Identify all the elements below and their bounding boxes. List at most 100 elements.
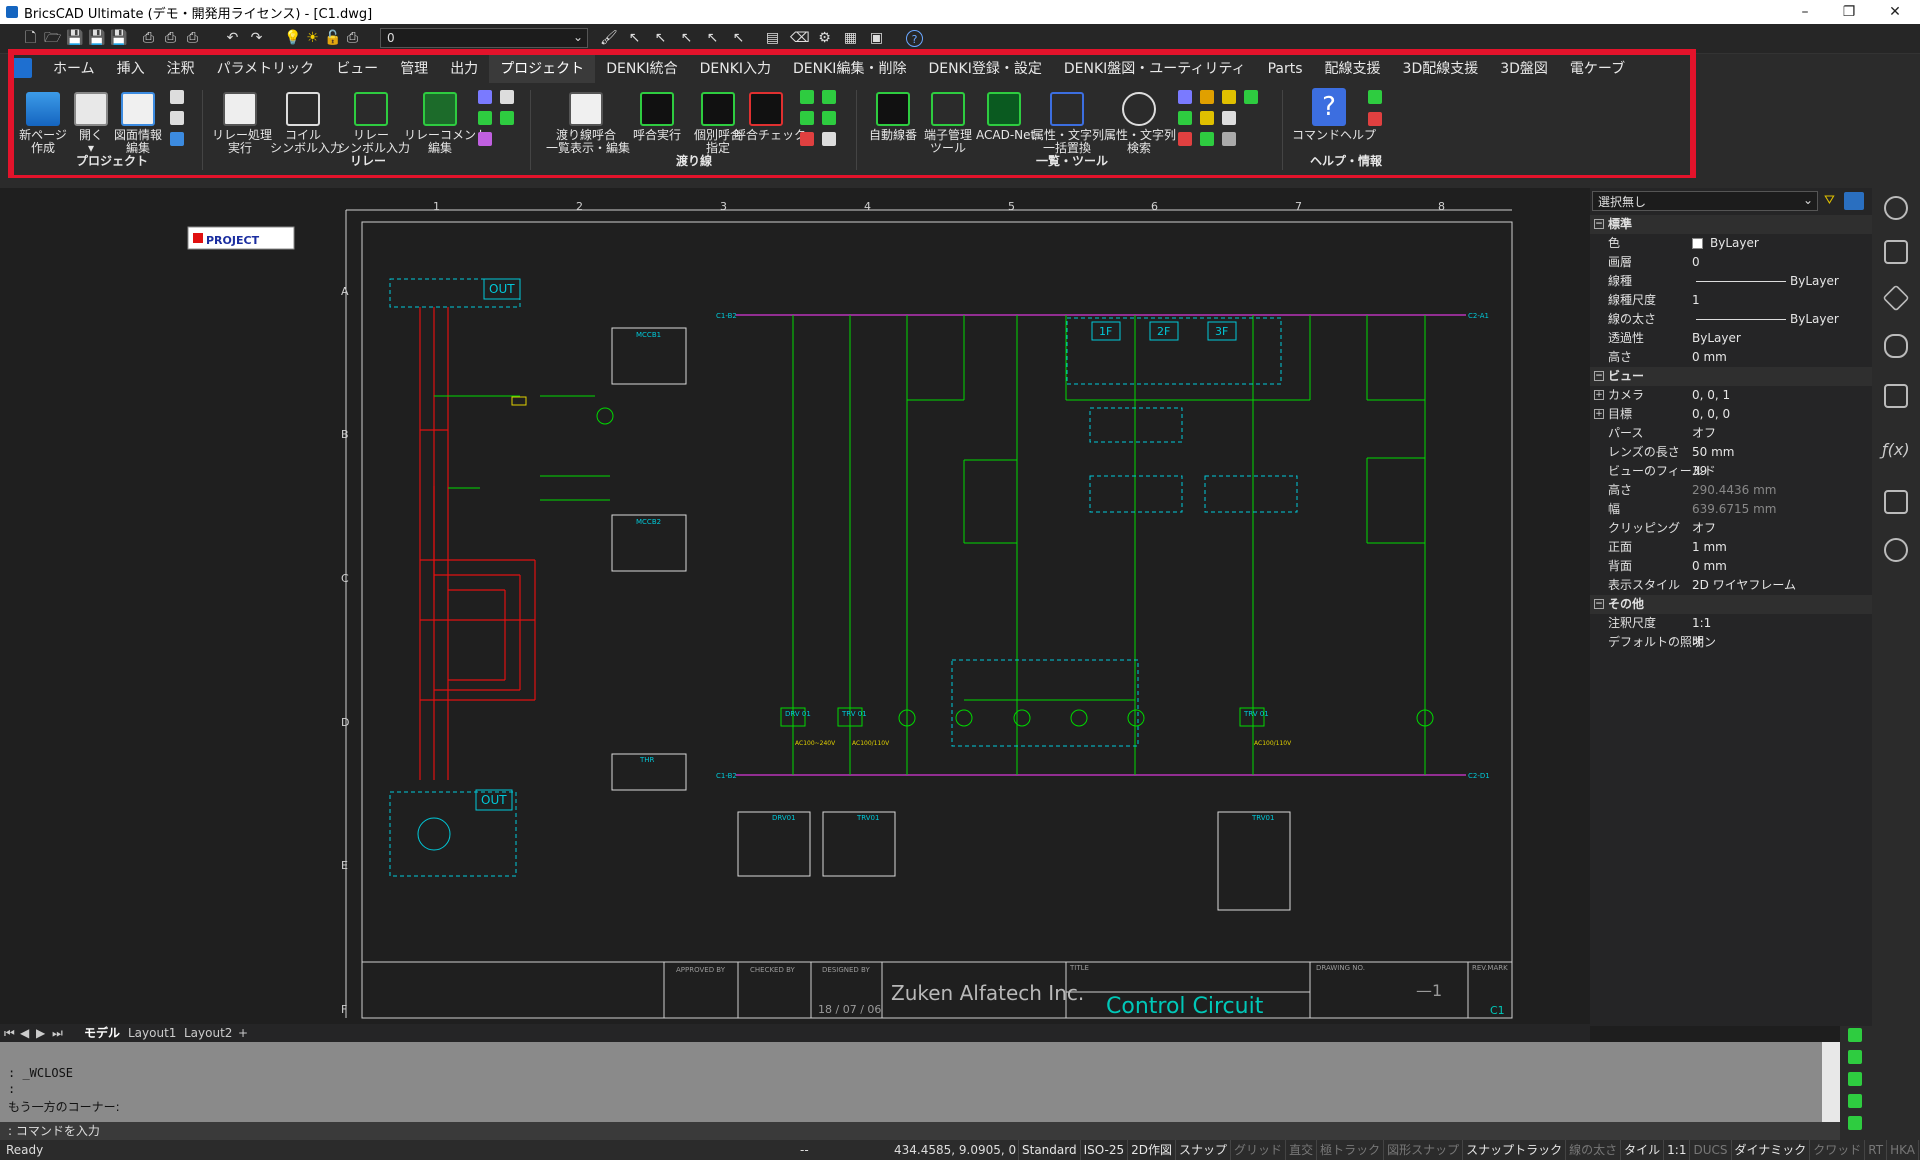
tools-icon-e[interactable] (1178, 111, 1192, 125)
close-window-button[interactable]: ✕ (1889, 4, 1901, 20)
select-cross-icon[interactable]: ↖ (706, 30, 719, 46)
snap-icon-e[interactable] (1848, 1116, 1862, 1130)
property-section[interactable]: −その他 (1590, 595, 1872, 614)
tab-layout1[interactable]: Layout1 (128, 1026, 177, 1040)
match-props-icon[interactable]: 🖌 (600, 30, 618, 46)
status-toggle[interactable]: 線の太さ (1565, 1140, 1620, 1160)
help-tool-icon-a[interactable] (1368, 90, 1382, 104)
command-scrollbar[interactable] (1822, 1042, 1840, 1122)
tools-icon-c[interactable] (1222, 90, 1236, 104)
tools-icon-a[interactable] (1178, 90, 1192, 104)
open-file-icon[interactable]: 🗁 (44, 30, 62, 46)
property-section[interactable]: −標準 (1590, 215, 1872, 234)
drawing-info-edit-button[interactable]: 図面情報 編集 (112, 92, 164, 155)
expand-icon[interactable]: + (1594, 409, 1604, 419)
status-toggle[interactable]: グリッド (1230, 1140, 1285, 1160)
select-window-icon[interactable]: ↖ (680, 30, 693, 46)
tree-icon[interactable] (1884, 490, 1908, 514)
tab-3d-wiring-support[interactable]: 3D配線支援 (1402, 61, 1479, 77)
select-fence-icon[interactable]: ↖ (732, 30, 745, 46)
tab-manage[interactable]: 管理 (400, 61, 429, 77)
tab-wiring-support[interactable]: 配線支援 (1324, 61, 1381, 77)
wire-tool-icon-a[interactable] (800, 90, 814, 104)
save-icon[interactable]: 💾 (66, 30, 84, 46)
tab-parametric[interactable]: パラメトリック (216, 61, 315, 77)
tool-icon-c[interactable] (478, 111, 492, 125)
print-icon[interactable]: ⎙ (142, 30, 155, 46)
acad-net-button[interactable]: ACAD-Net (976, 92, 1035, 142)
explorer-icon[interactable]: ▣ (869, 30, 884, 46)
help-icon[interactable]: ? (906, 30, 923, 47)
tool-icon-d[interactable] (500, 111, 514, 125)
status-toggle[interactable]: DUCS (1689, 1140, 1730, 1160)
tools-icon-i[interactable] (1200, 132, 1214, 146)
save-all-icon[interactable]: 💾 (110, 30, 128, 46)
individual-crossref-button[interactable]: 個別呼合 指定 (686, 92, 750, 155)
status-toggle[interactable]: 2D作図 (1127, 1140, 1175, 1160)
tab-layout2[interactable]: Layout2 (184, 1026, 233, 1040)
sliders-icon[interactable] (1884, 240, 1908, 264)
save-as-icon[interactable]: 💾 (88, 30, 106, 46)
minimize-button[interactable]: – (1801, 4, 1809, 20)
layer-lock-icon[interactable]: 🔓 (324, 30, 342, 46)
save-small-icon[interactable] (170, 132, 184, 146)
status-toggle[interactable]: 直交 (1285, 1140, 1316, 1160)
relay-comment-button[interactable]: リレーコメント 編集 (404, 92, 488, 155)
next-tab-icon[interactable]: ▶ (36, 1026, 46, 1040)
layers-icon[interactable]: ▦ (843, 30, 858, 46)
crossref-check-button[interactable]: 呼合チェック (734, 92, 806, 142)
tools-icon-f[interactable] (1200, 111, 1214, 125)
tab-annotate[interactable]: 注釈 (166, 61, 195, 77)
list-icon-2[interactable] (170, 111, 184, 125)
settings-icon[interactable]: ⚙ (818, 30, 831, 46)
tools-icon-g[interactable] (1222, 111, 1236, 125)
lightbulb-icon[interactable] (1884, 196, 1908, 220)
coil-symbol-button[interactable]: コイル シンボル入力 (270, 92, 342, 155)
tools-icon-h[interactable] (1178, 132, 1192, 146)
tab-project[interactable]: プロジェクト (489, 55, 596, 83)
expand-icon[interactable]: + (1594, 390, 1604, 400)
status-toggle[interactable]: スナップトラック (1462, 1140, 1565, 1160)
snap-icon-b[interactable] (1848, 1050, 1862, 1064)
help-tool-icon-b[interactable] (1368, 112, 1382, 126)
restore-button[interactable]: ❐ (1842, 4, 1856, 20)
wire-tool-icon-e[interactable] (800, 132, 814, 146)
relay-process-button[interactable]: リレー処理 実行 (212, 92, 272, 155)
status-toggle[interactable]: ISO-25 (1079, 1140, 1128, 1160)
tab-3d-panel[interactable]: 3D盤図 (1500, 61, 1548, 77)
terminal-tool-button[interactable]: 端子管理 ツール (920, 92, 976, 155)
select-add-icon[interactable]: ↖ (654, 30, 667, 46)
layer-dropdown[interactable]: 0 ⌄ (380, 28, 588, 48)
tool-icon-a[interactable] (478, 90, 492, 104)
wire-crossref-list-button[interactable]: 渡り線呼合 一覧表示・編集 (546, 92, 630, 155)
tools-icon-j[interactable] (1222, 132, 1236, 146)
property-row[interactable]: パースオフ (1590, 424, 1872, 443)
filter-icon[interactable]: ⛛ (1824, 193, 1835, 208)
property-section[interactable]: −ビュー (1590, 367, 1872, 386)
status-toggle[interactable]: 1:1 (1663, 1140, 1689, 1160)
collapse-icon[interactable]: − (1594, 219, 1604, 229)
function-icon[interactable]: ƒ(x) (1882, 440, 1910, 459)
eraser-icon[interactable]: ⌫ (790, 30, 810, 46)
select-icon[interactable]: ↖ (628, 30, 641, 46)
tool-icon-b[interactable] (500, 90, 514, 104)
wire-tool-icon-d[interactable] (822, 111, 836, 125)
auto-wire-number-button[interactable]: 自動線番 (866, 92, 920, 142)
property-row[interactable]: クリッピングオフ (1590, 519, 1872, 538)
list-icon[interactable] (170, 90, 184, 104)
first-tab-icon[interactable]: ⏮ (4, 1026, 15, 1040)
hatch-icon[interactable] (1884, 384, 1908, 408)
